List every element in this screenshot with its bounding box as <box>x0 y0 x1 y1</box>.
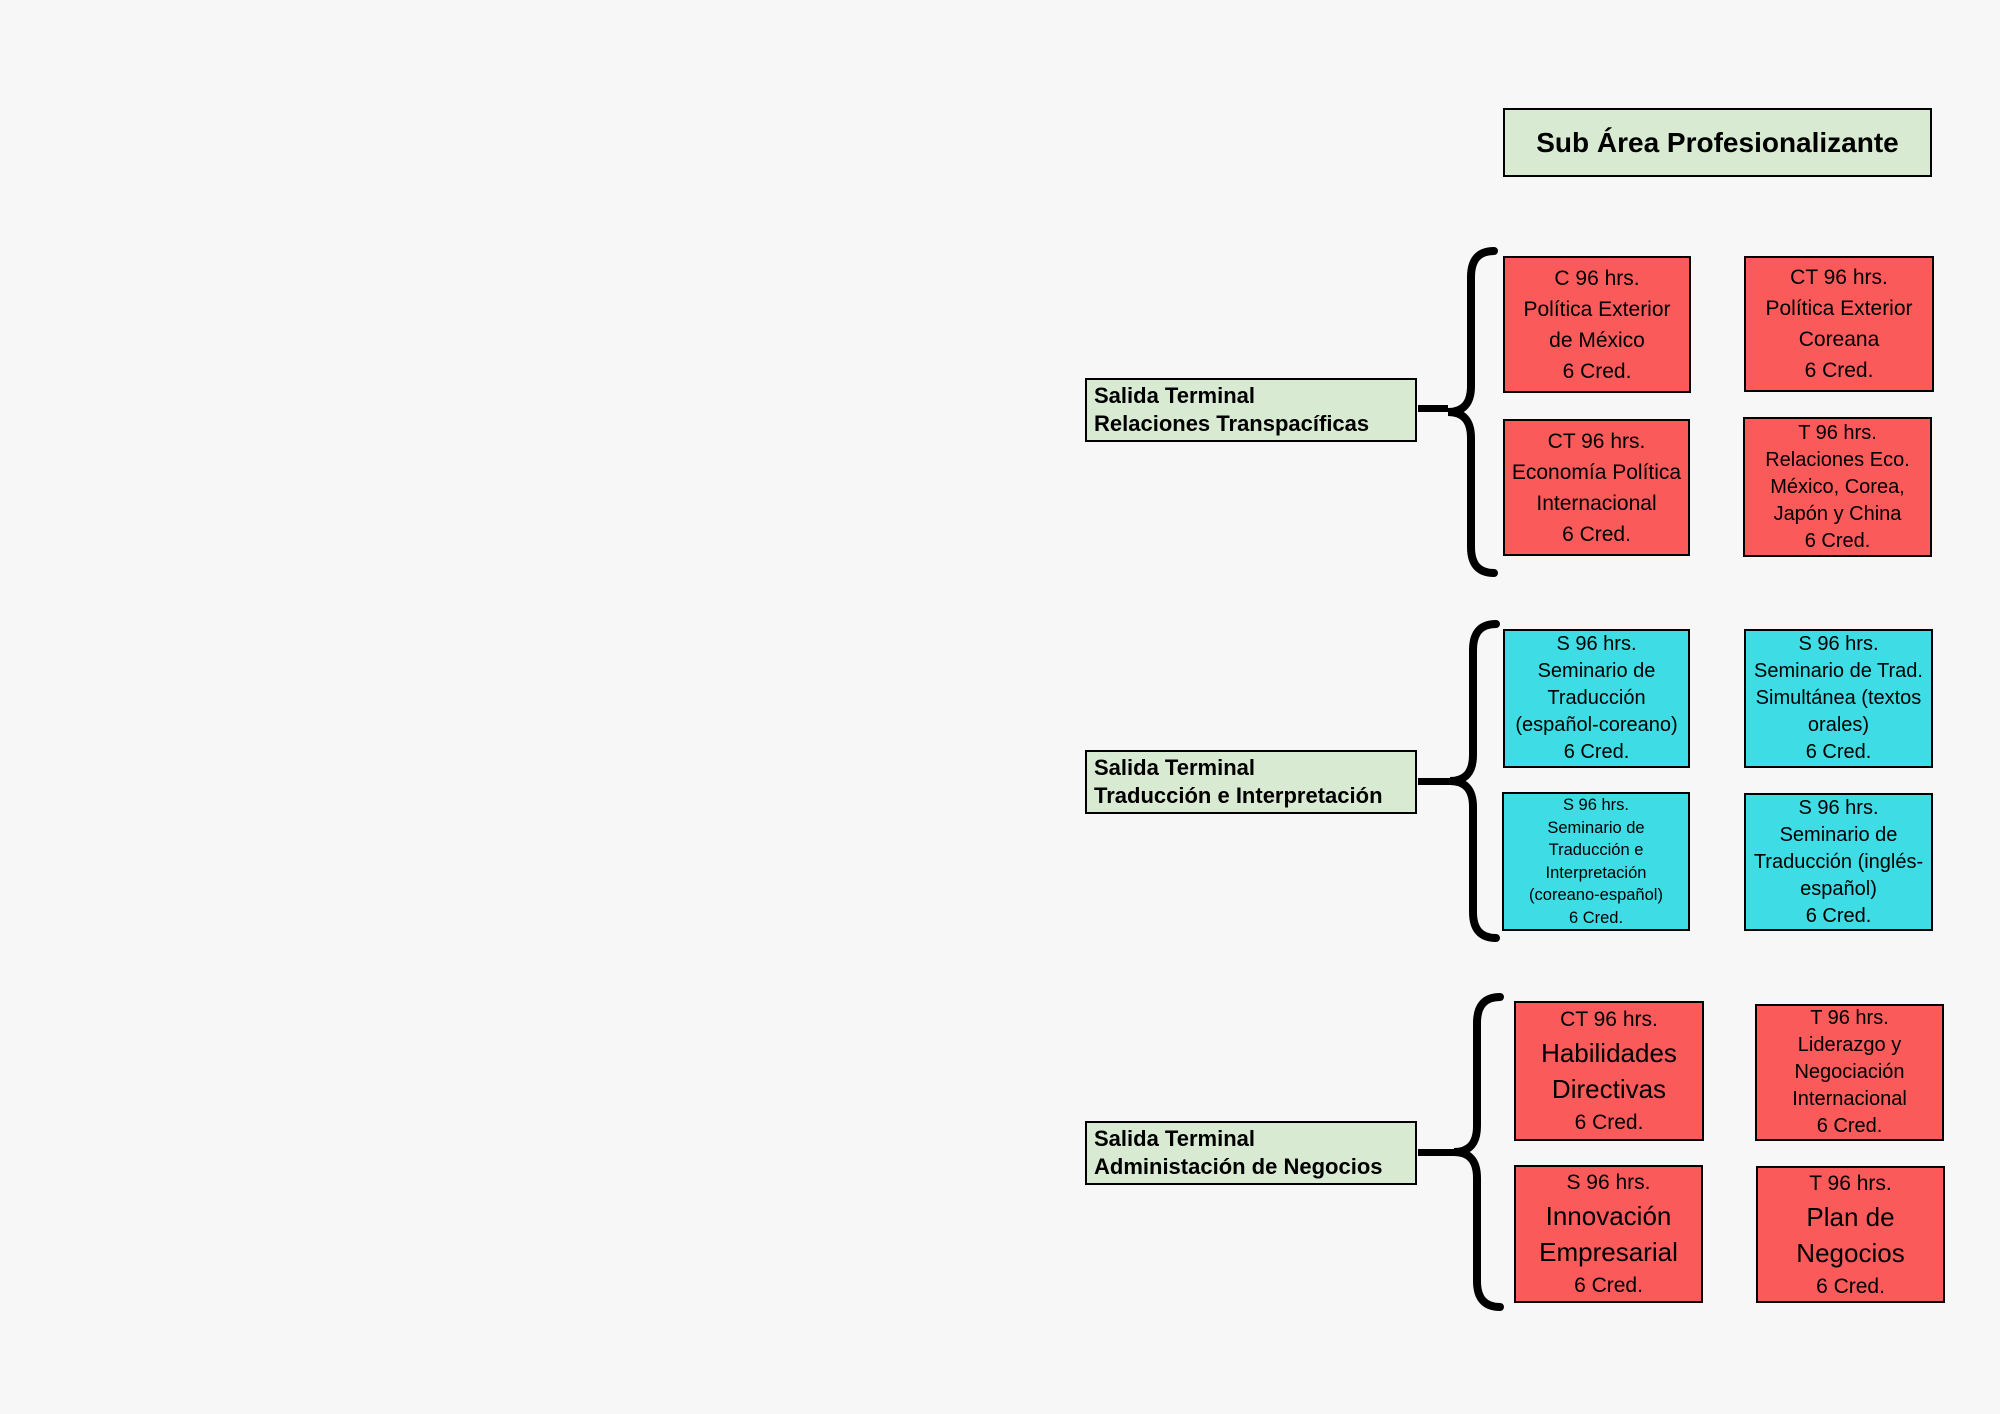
connector-line <box>1418 405 1448 412</box>
course-card: S 96 hrs. Seminario de Traducción (inglé… <box>1744 793 1933 931</box>
course-code: CT 96 hrs. <box>1790 266 1888 289</box>
course-credits: 6 Cred. <box>1574 1111 1644 1134</box>
course-title: Política Exterior Coreana <box>1765 297 1913 351</box>
course-code: C 96 hrs. <box>1554 266 1640 290</box>
course-code: CT 96 hrs. <box>1560 1008 1658 1031</box>
connector-line <box>1418 778 1450 785</box>
course-credits: 6 Cred. <box>1805 741 1872 763</box>
course-card: T 96 hrs. Relaciones Eco. México, Corea,… <box>1743 417 1932 557</box>
course-code: T 96 hrs. <box>1810 1007 1889 1029</box>
course-card: C 96 hrs. Política Exterior de México 6 … <box>1503 256 1691 393</box>
curly-brace-icon <box>1449 620 1500 942</box>
course-title: Economía Política Internacional <box>1511 460 1682 515</box>
course-card: CT 96 hrs. Política Exterior Coreana 6 C… <box>1744 256 1934 392</box>
course-credits: 6 Cred. <box>1574 1274 1643 1297</box>
course-credits: 6 Cred. <box>1805 904 1872 927</box>
course-title: Habilidades Directivas <box>1541 1038 1677 1104</box>
curly-brace-icon <box>1447 247 1498 577</box>
course-credits: 6 Cred. <box>1804 359 1874 382</box>
course-code: T 96 hrs. <box>1809 1171 1892 1195</box>
course-card: T 96 hrs. Liderazgo y Negociación Intern… <box>1755 1004 1944 1141</box>
course-code: S 96 hrs. <box>1556 633 1637 655</box>
connector-line <box>1418 1149 1454 1156</box>
course-card: S 96 hrs. Seminario de Traducción (españ… <box>1503 629 1690 768</box>
course-card: CT 96 hrs. Economía Política Internacion… <box>1503 419 1690 556</box>
course-card: CT 96 hrs. Habilidades Directivas 6 Cred… <box>1514 1001 1704 1141</box>
course-card: S 96 hrs. Innovación Empresarial 6 Cred. <box>1514 1165 1703 1303</box>
course-title: Relaciones Eco. México, Corea, Japón y C… <box>1765 448 1910 525</box>
page-title: Sub Área Profesionalizante <box>1503 108 1932 177</box>
course-code: S 96 hrs. <box>1562 796 1630 814</box>
course-title: Política Exterior de México <box>1523 297 1671 352</box>
section-label-relaciones-transpacificas: Salida Terminal Relaciones Transpacífica… <box>1085 378 1417 442</box>
course-code: S 96 hrs. <box>1798 633 1879 655</box>
course-title: Seminario de Traducción (inglés- español… <box>1753 823 1924 900</box>
course-title: Seminario de Trad. Simultánea (textos or… <box>1754 660 1923 736</box>
course-credits: 6 Cred. <box>1816 1274 1885 1298</box>
course-code: T 96 hrs. <box>1798 421 1877 444</box>
course-code: S 96 hrs. <box>1566 1171 1651 1194</box>
course-code: S 96 hrs. <box>1798 796 1879 819</box>
course-title: Seminario de Traducción (español-coreano… <box>1515 660 1678 736</box>
course-title: Liderazgo y Negociación Internacional <box>1792 1034 1907 1110</box>
course-card: T 96 hrs. Plan de Negocios 6 Cred. <box>1756 1166 1945 1303</box>
course-title: Seminario de Traducción e Interpretación… <box>1529 818 1663 905</box>
course-credits: 6 Cred. <box>1816 1115 1883 1137</box>
section-label-administacion-negocios: Salida Terminal Administación de Negocio… <box>1085 1121 1417 1185</box>
course-title: Innovación Empresarial <box>1539 1201 1678 1267</box>
course-credits: 6 Cred. <box>1562 359 1632 383</box>
course-title: Plan de Negocios <box>1796 1201 1905 1268</box>
curly-brace-icon <box>1453 993 1504 1311</box>
course-credits: 6 Cred. <box>1562 522 1631 546</box>
course-card: S 96 hrs. Seminario de Trad. Simultánea … <box>1744 629 1933 768</box>
section-label-traduccion-interpretacion: Salida Terminal Traducción e Interpretac… <box>1085 750 1417 814</box>
course-card: S 96 hrs. Seminario de Traducción e Inte… <box>1502 792 1690 931</box>
course-credits: 6 Cred. <box>1804 529 1871 552</box>
course-credits: 6 Cred. <box>1568 908 1624 927</box>
course-code: CT 96 hrs. <box>1547 429 1646 453</box>
course-credits: 6 Cred. <box>1563 741 1630 763</box>
